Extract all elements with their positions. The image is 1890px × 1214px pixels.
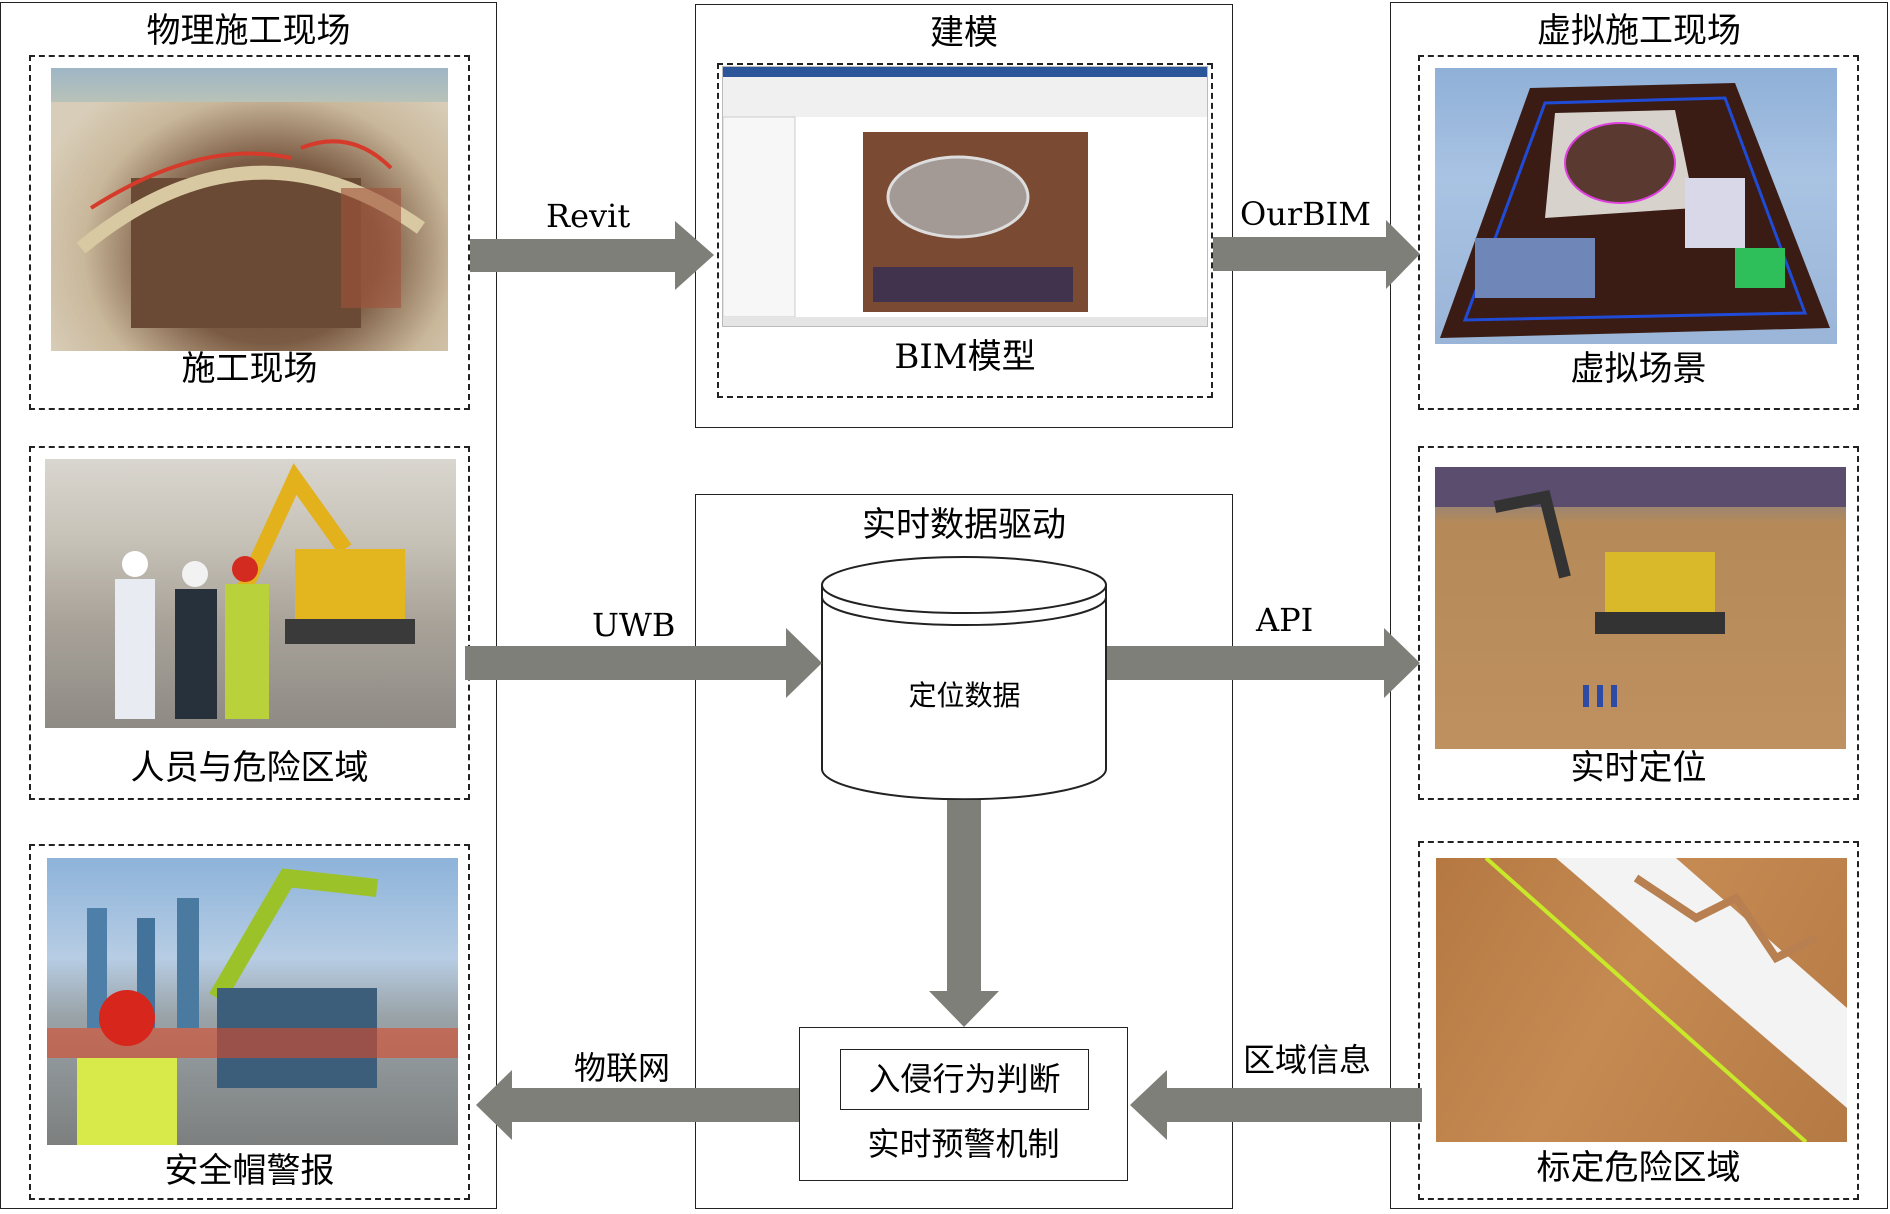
caption: 人员与危险区域 xyxy=(130,748,369,788)
virtual-site-panel: 虚拟施工现场 xyxy=(1390,2,1888,1209)
arrow-ourbim xyxy=(1213,220,1420,289)
arrow-uwb xyxy=(465,628,822,698)
caption: BIM模型 xyxy=(894,337,1036,377)
virtual-scene-image xyxy=(1435,68,1837,344)
arrow-label-iot: 物联网 xyxy=(574,1049,671,1087)
construction-site-box: 施工现场 xyxy=(29,55,470,410)
hazard-zone-drawing xyxy=(1484,858,1847,1142)
realtime-data-panel: 实时数据驱动 xyxy=(695,494,1233,1209)
arrow-down xyxy=(929,800,999,1027)
panel-title: 物理施工现场 xyxy=(146,11,351,51)
arrow-label-zone-info: 区域信息 xyxy=(1243,1041,1372,1079)
realtime-position-image xyxy=(1435,467,1846,749)
personnel-photo xyxy=(45,459,456,728)
virtual-scene-box: 虚拟场景 xyxy=(1418,55,1859,410)
arrow-zone-info xyxy=(1130,1070,1422,1140)
caption: 实时定位 xyxy=(1570,748,1707,788)
helmet-alarm-box: 安全帽警报 xyxy=(29,844,470,1200)
physical-site-panel: 物理施工现场 xyxy=(0,2,497,1209)
modeling-panel: 建模 xyxy=(695,4,1233,428)
personnel-hazard-box: 人员与危险区域 xyxy=(29,446,470,800)
hazard-zone-box: 标定危险区域 xyxy=(1418,841,1859,1200)
caption: 施工现场 xyxy=(181,349,318,389)
revit-screenshot xyxy=(722,66,1208,327)
construction-site-photo xyxy=(51,68,448,351)
revit-ui-drawing xyxy=(723,67,1207,326)
arrow-label-revit: Revit xyxy=(546,197,631,235)
realtime-position-box: 实时定位 xyxy=(1418,446,1859,800)
arrow-label-uwb: UWB xyxy=(592,606,676,644)
arrow-label-api: API xyxy=(1256,601,1314,639)
bim-model-box: BIM模型 xyxy=(717,63,1213,398)
warning-mechanism-box: 入侵行为判断 实时预警机制 xyxy=(799,1027,1128,1181)
arrow-iot xyxy=(476,1070,799,1140)
database-cylinder-icon xyxy=(821,556,1107,801)
personnel-photo-drawing xyxy=(115,463,415,719)
hazard-zone-image xyxy=(1436,858,1847,1142)
intrusion-judge-box: 入侵行为判断 xyxy=(840,1049,1089,1110)
caption: 虚拟场景 xyxy=(1570,349,1707,389)
database-label: 定位数据 xyxy=(908,679,1021,712)
caption: 标定危险区域 xyxy=(1536,1148,1741,1188)
panel-title: 建模 xyxy=(930,13,998,53)
panel-title: 虚拟施工现场 xyxy=(1537,11,1741,51)
panel-title: 实时数据驱动 xyxy=(862,505,1066,545)
warning-label: 实时预警机制 xyxy=(867,1125,1060,1163)
arrow-label-ourbim: OurBIM xyxy=(1240,195,1372,233)
arrow-revit xyxy=(470,221,714,290)
realtime-position-drawing xyxy=(1435,467,1846,707)
virtual-scene-drawing xyxy=(1440,83,1830,338)
site-photo-drawing xyxy=(76,139,426,328)
helmet-alarm-photo xyxy=(47,858,458,1145)
caption: 安全帽警报 xyxy=(164,1151,335,1191)
arrow-api xyxy=(1107,628,1420,698)
helmet-photo-drawing xyxy=(47,868,458,1145)
